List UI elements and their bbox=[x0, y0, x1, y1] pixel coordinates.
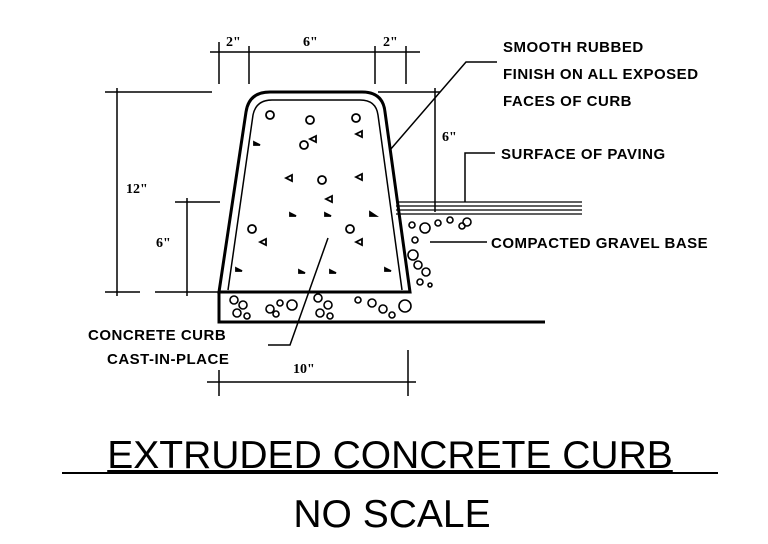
gravel-base-slab bbox=[217, 292, 545, 324]
dim-base-width: 10" bbox=[293, 362, 315, 377]
dim-top-middle: 6" bbox=[303, 35, 318, 50]
label-gravel: COMPACTED GRAVEL BASE bbox=[491, 235, 708, 252]
compacted-gravel bbox=[229, 216, 472, 320]
label-curb-line2: CAST-IN-PLACE bbox=[107, 351, 229, 368]
dimension-lines bbox=[105, 42, 440, 396]
dim-height-lower: 6" bbox=[156, 236, 171, 251]
dim-height-reveal: 6" bbox=[442, 130, 457, 145]
leader-lines bbox=[268, 61, 497, 346]
drawing-scale-note: NO SCALE bbox=[293, 493, 490, 536]
label-finish-line2: FINISH ON ALL EXPOSED bbox=[503, 66, 699, 83]
label-curb-line1: CONCRETE CURB bbox=[88, 327, 226, 344]
label-paving: SURFACE OF PAVING bbox=[501, 146, 666, 163]
concrete-aggregate bbox=[235, 110, 392, 274]
drawing-title: EXTRUDED CONCRETE CURB bbox=[107, 434, 673, 477]
label-finish-line1: SMOOTH RUBBED bbox=[503, 39, 644, 56]
concrete-curb bbox=[217, 90, 412, 294]
dim-top-left: 2" bbox=[226, 35, 241, 50]
label-finish-line3: FACES OF CURB bbox=[503, 93, 632, 110]
dim-height-total: 12" bbox=[126, 182, 148, 197]
dim-top-right: 2" bbox=[383, 35, 398, 50]
paving-surface bbox=[396, 201, 582, 215]
